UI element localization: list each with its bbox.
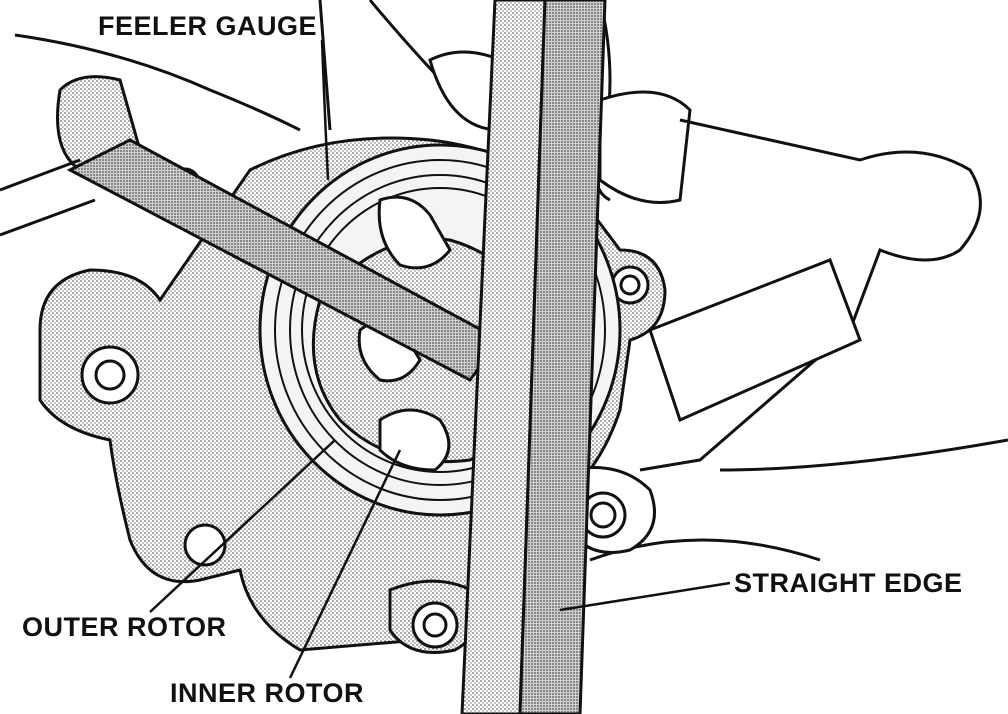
outer-rotor-label: OUTER ROTOR [22,612,227,642]
straight-edge-bar [460,0,607,714]
inner-rotor [357,195,452,472]
feeler-gauge-label: FEELER GAUGE [98,11,318,41]
bolt-holes [80,167,650,649]
leader-lines [149,39,731,679]
inner-rotor-label: INNER ROTOR [170,678,365,708]
straight-edge-label: STRAIGHT EDGE [734,568,963,598]
bracket-sketch [589,118,1008,562]
